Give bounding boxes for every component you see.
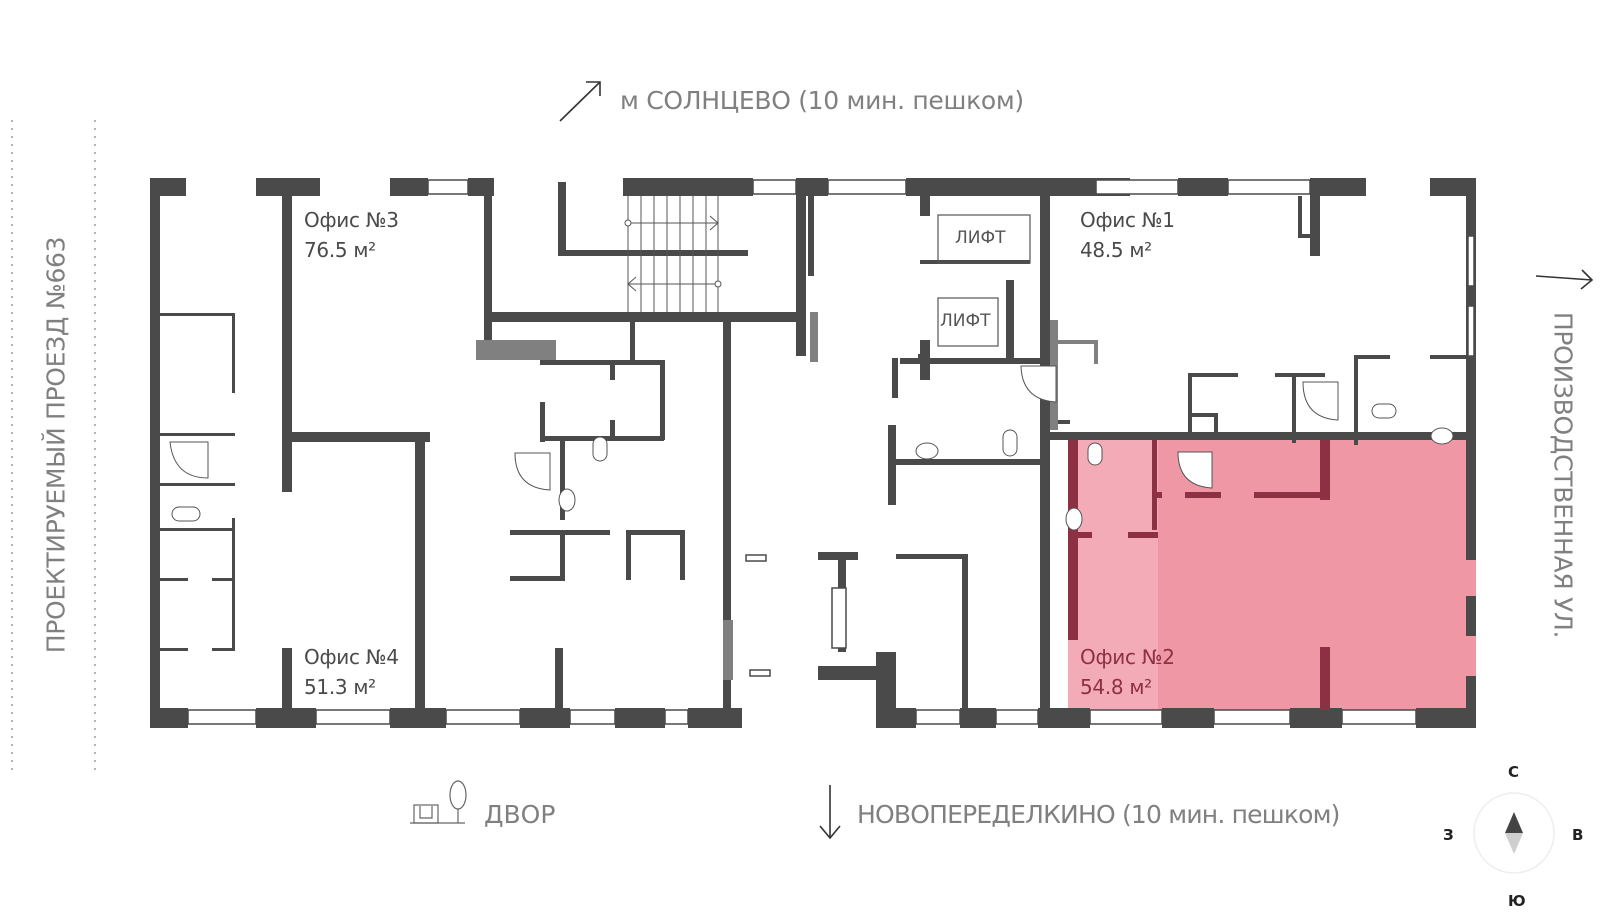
sink-icon xyxy=(915,442,939,460)
office-area: 54.8 м² xyxy=(1080,675,1152,699)
shower-icon xyxy=(514,452,551,491)
arrow-right-icon xyxy=(1535,269,1594,290)
office-3-label[interactable]: Офис №3 76.5 м² xyxy=(304,205,399,265)
compass-south: Ю xyxy=(1508,892,1526,910)
shower-icon xyxy=(1020,365,1057,403)
street-label-left: ПРОЕКТИРУЕМЫЙ ПРОЕЗД №663 xyxy=(41,236,71,654)
shower-icon xyxy=(1177,451,1213,489)
arrow-down-icon xyxy=(819,785,841,840)
toilet-icon xyxy=(1087,442,1103,466)
direction-metro-solntsevo: м СОЛНЦЕВО (10 мин. пешком) xyxy=(620,86,1024,115)
office-name: Офис №3 xyxy=(304,208,399,232)
office-2-label[interactable]: Офис №2 54.8 м² xyxy=(1080,642,1175,702)
toilet-icon xyxy=(1371,403,1397,419)
toilet-icon xyxy=(592,436,608,462)
shower-icon xyxy=(1302,381,1339,421)
toilet-icon xyxy=(171,506,201,522)
walls xyxy=(150,178,1476,728)
office-area: 48.5 м² xyxy=(1080,238,1152,262)
toilet-icon xyxy=(1002,429,1018,457)
street-label-right: ПРОИЗВОДСТВЕННАЯ УЛ. xyxy=(1548,311,1578,639)
shower-icon xyxy=(169,441,209,479)
sink-icon xyxy=(1430,427,1454,445)
elevator-label: ЛИФТ xyxy=(940,311,991,331)
bathroom-fixtures xyxy=(169,365,1454,531)
compass-north: С xyxy=(1508,763,1520,781)
office-name: Офис №1 xyxy=(1080,208,1175,232)
windows xyxy=(187,179,1475,725)
office-name: Офис №2 xyxy=(1080,645,1175,669)
elevators xyxy=(937,214,1031,347)
office-area: 51.3 м² xyxy=(304,675,376,699)
arrow-up-right-icon xyxy=(559,81,601,122)
office-4-label[interactable]: Офис №4 51.3 м² xyxy=(304,642,399,702)
office-2-area[interactable] xyxy=(1068,440,1476,710)
direction-novoperedelkino: НОВОПЕРЕДЕЛКИНО (10 мин. пешком) xyxy=(857,800,1340,829)
office-area: 76.5 м² xyxy=(304,238,376,262)
compass-west: З xyxy=(1443,826,1454,844)
yard-label: ДВОР xyxy=(484,800,556,829)
sink-icon xyxy=(558,488,576,512)
elevator-label: ЛИФТ xyxy=(955,228,1006,248)
office-1-label[interactable]: Офис №1 48.5 м² xyxy=(1080,205,1175,265)
office-name: Офис №4 xyxy=(304,645,399,669)
office-2-walls xyxy=(1068,440,1330,710)
compass-east: В xyxy=(1572,826,1584,844)
staircase xyxy=(624,196,722,312)
sink-icon xyxy=(1065,507,1083,531)
compass-icon xyxy=(1473,792,1555,874)
playground-tree-icon xyxy=(410,780,467,824)
